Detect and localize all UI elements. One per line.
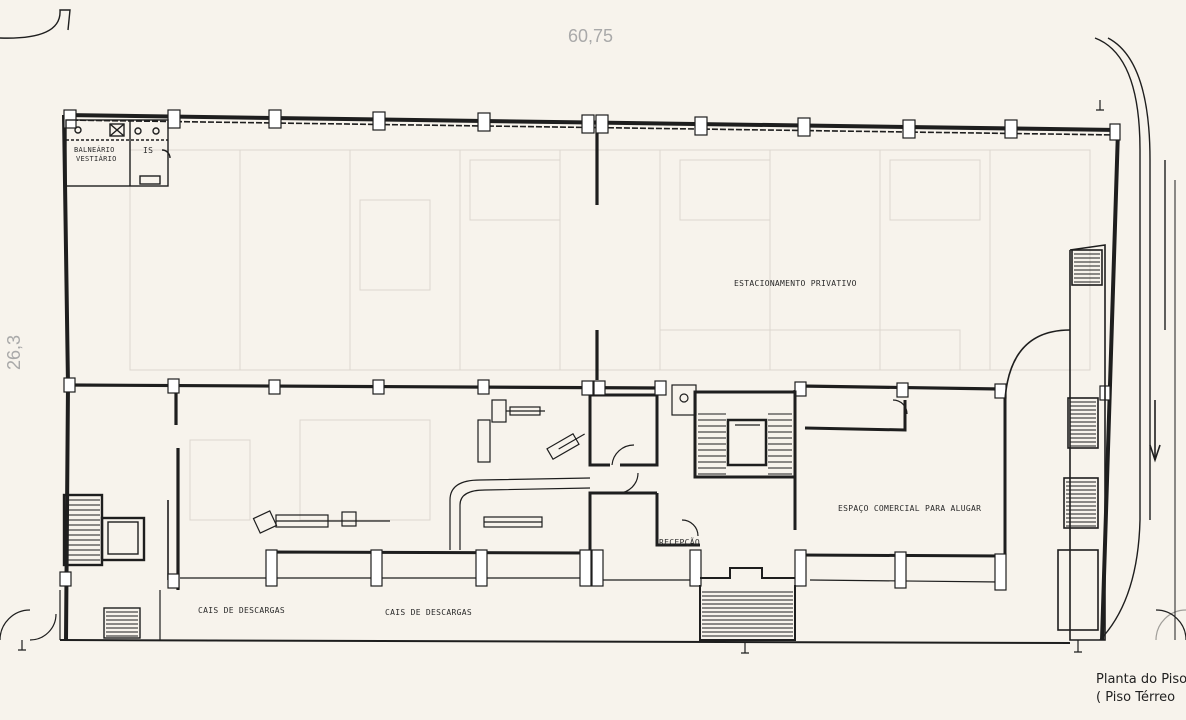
room-label-commercial: ESPAÇO COMERCIAL PARA ALUGAR	[838, 504, 982, 513]
width-dimension-label: 60,75	[568, 26, 614, 46]
room-label-reception: RECEPÇÃO	[659, 538, 700, 547]
wc-block	[65, 119, 171, 187]
doors	[0, 399, 1186, 641]
stair-core-treads	[698, 413, 792, 475]
stair-left	[62, 493, 146, 639]
title-line-2: ( Piso Térreo	[1096, 690, 1176, 705]
stair-core	[671, 384, 797, 479]
faint-underlay	[129, 149, 1091, 521]
ramp-strip	[1004, 244, 1161, 641]
room-label-loading-dock-1: CAIS DE DESCARGAS	[198, 606, 285, 615]
title-line-1: Planta do Piso	[1096, 672, 1186, 687]
columns-top	[63, 109, 1121, 141]
stair-left-treads	[66, 499, 138, 637]
entrance-treads	[702, 591, 793, 637]
room-label-vestiario: VESTIÁRIO	[76, 155, 117, 163]
facade-curves	[0, 9, 1176, 641]
ramp-treads	[1066, 253, 1100, 527]
room-label-wc: IS	[143, 146, 154, 155]
columns-dock	[59, 549, 1007, 591]
entrance	[699, 567, 796, 641]
height-dimension-label: 26,3	[4, 334, 24, 370]
vehicle-sketches	[252, 399, 585, 534]
level-marks	[18, 100, 1104, 654]
room-label-parking: ESTACIONAMENTO PRIVATIVO	[734, 279, 857, 288]
room-label-loading-dock-2: CAIS DE DESCARGAS	[385, 608, 472, 617]
thin-lines	[59, 477, 1001, 640]
room-label-balneario: BALNEÁRIO	[74, 146, 115, 154]
